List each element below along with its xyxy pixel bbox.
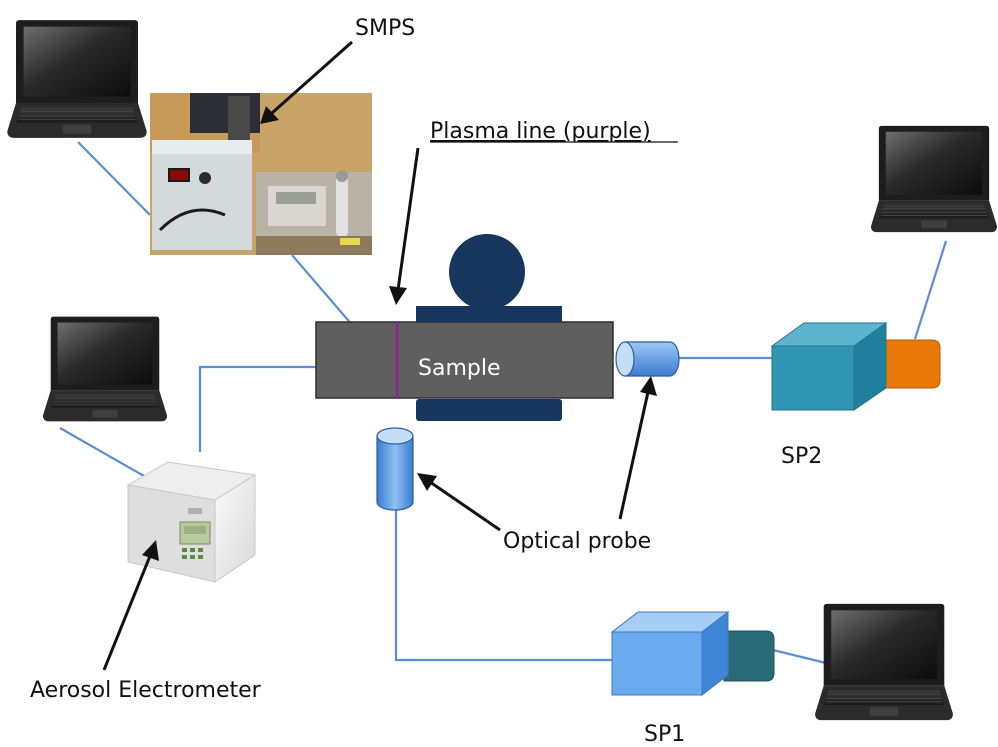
laptop-sp2 <box>870 125 998 233</box>
sp2-label: SP2 <box>781 444 822 469</box>
sp1-label: SP1 <box>644 722 685 747</box>
cable-sp2-to-laptop <box>913 240 948 340</box>
arrow-optical-probe-vertical <box>417 473 501 532</box>
laptop-icon <box>6 19 148 139</box>
laptop-smps <box>6 19 148 139</box>
arrow-plasma-line <box>389 147 420 305</box>
plasma-chamber: Sample <box>315 234 614 421</box>
electrode-bottom-plate <box>416 399 562 421</box>
electrode-top-dome <box>449 234 525 310</box>
callout-arrows <box>102 40 657 671</box>
laptop-electrometer <box>42 316 168 422</box>
laptop-sp1 <box>814 603 954 721</box>
optical-probe-horizontal <box>615 341 680 377</box>
smps-label: SMPS <box>355 16 415 41</box>
sp1-spectrometer <box>610 610 775 697</box>
aerosol-electrometer-label: Aerosol Electrometer <box>30 678 262 703</box>
smps-instrument-photo <box>150 93 372 255</box>
laptop-icon <box>870 125 998 233</box>
arrow-smps <box>260 40 353 124</box>
arrow-aerosol-electrometer <box>102 540 159 671</box>
cable-probe-to-sp1 <box>394 510 612 662</box>
electrode-top-plate-cap <box>416 306 562 322</box>
optical-probe-label: Optical probe <box>503 529 651 554</box>
cable-laptop-to-smps <box>77 141 151 216</box>
plasma-line-label: Plasma line (purple) <box>430 119 651 144</box>
laptop-icon <box>814 603 954 721</box>
cables <box>59 141 948 667</box>
arrow-optical-probe-horizontal <box>618 376 657 520</box>
sample-label: Sample <box>418 356 501 381</box>
laptop-icon <box>42 316 168 422</box>
cable-laptop-to-electrometer <box>59 427 159 485</box>
sp2-spectrometer <box>770 322 941 411</box>
optical-probe-vertical <box>376 427 414 511</box>
